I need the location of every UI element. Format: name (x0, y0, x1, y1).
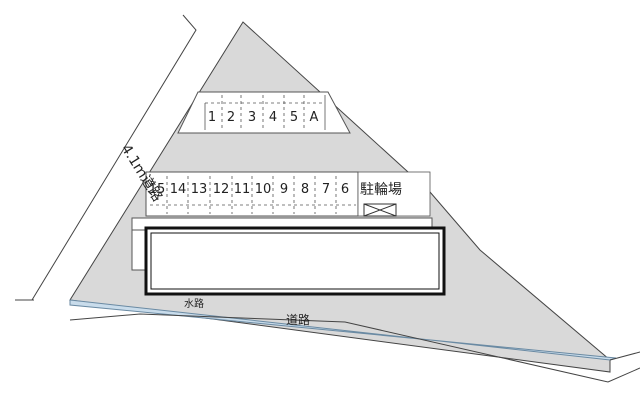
parking-space-number: 5 (290, 110, 298, 125)
parking-numbers-top: 1 2 3 4 5 A (208, 110, 319, 125)
parking-space-number: 13 (191, 182, 208, 197)
parking-space-number: 14 (170, 182, 187, 197)
parking-area-bottom (145, 171, 359, 217)
road-edge-right (609, 351, 640, 361)
road-label: 道路 (286, 312, 310, 327)
parking-space-number: 9 (280, 182, 288, 197)
parking-space-number: 15 (149, 182, 166, 197)
parking-space-number: 10 (255, 182, 272, 197)
parking-space-number: 3 (248, 110, 256, 125)
parking-space-number: 11 (234, 182, 251, 197)
parking-area-top (177, 91, 351, 134)
parking-space-number: 7 (322, 182, 330, 197)
parking-numbers-bottom: 15 14 13 12 11 10 9 8 7 6 (149, 182, 349, 197)
waterway-label: 水路 (184, 297, 204, 310)
parking-space-number: 2 (227, 110, 235, 125)
parking-space-number: 4 (269, 110, 277, 125)
building (144, 226, 446, 296)
bicycle-parking (357, 171, 431, 217)
bicycle-parking-label: 駐輪場 (360, 181, 402, 198)
parking-space-number: 1 (208, 110, 216, 125)
left-road-edge-outer (31, 14, 197, 301)
parking-space-number: A (310, 110, 319, 125)
parking-space-number: 12 (213, 182, 230, 197)
parking-space-number: 6 (341, 182, 349, 197)
parking-space-number: 8 (301, 182, 309, 197)
stair (131, 229, 147, 271)
road-edge-lower (69, 313, 640, 383)
